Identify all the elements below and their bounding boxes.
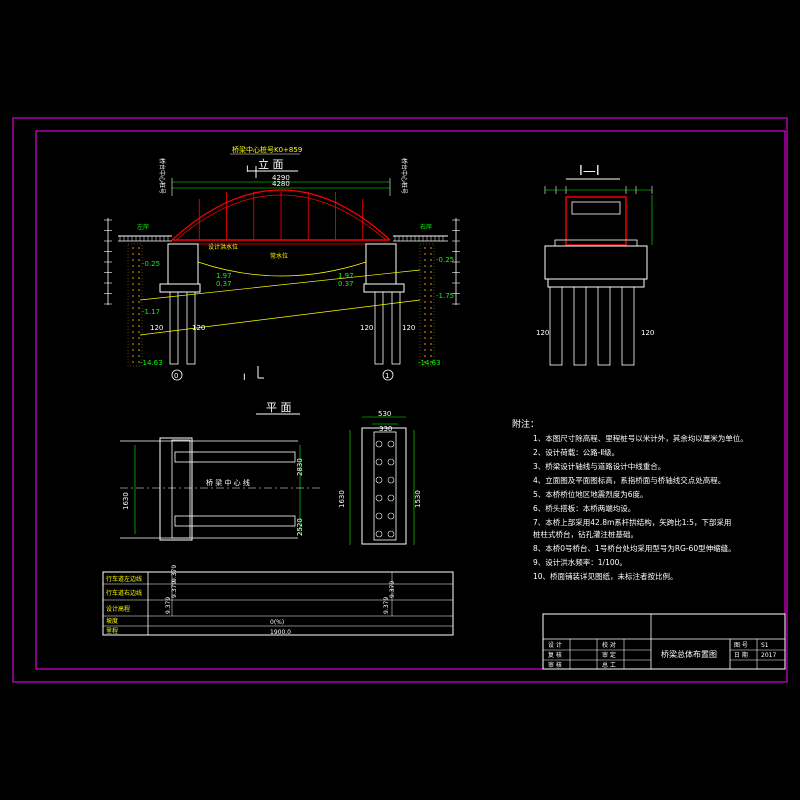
- note-6: 7、本桥上部采用42.8m系杆拱结构，矢跨比1:5，下部采用: [533, 517, 731, 527]
- table-left-2: 9.379: [171, 565, 178, 582]
- left-soil: [127, 243, 143, 367]
- note-7: 桩柱式桥台，钻孔灌注桩基础。: [533, 529, 638, 539]
- svg-text:0: 0: [174, 372, 178, 380]
- arch-rib-outer: [171, 189, 391, 241]
- note-9: 9、设计洪水频率：1/100。: [533, 557, 627, 567]
- title-role-e: 审 定: [602, 651, 616, 659]
- note-10: 10、桥面铺装详见图纸，未标注者按比例。: [533, 571, 678, 581]
- left-bottom-elev: -14.63: [140, 359, 163, 367]
- plan-dim-1630: 1630: [122, 492, 130, 510]
- right-elev2: -1.75: [436, 292, 454, 300]
- title-role-d: 校 对: [602, 641, 616, 649]
- table-row-0: 行车道左边线: [106, 575, 142, 583]
- section-title: I—I: [579, 164, 600, 179]
- arch-mid-label: 常水位: [270, 252, 288, 260]
- left-elev1: -0.25: [142, 260, 160, 268]
- right-abutment: [365, 243, 397, 285]
- axis-circle-right: [382, 369, 394, 381]
- svg-text:1: 1: [385, 372, 389, 380]
- note-0: 1、本图尺寸除高程、里程桩号以米计外，其余均以厘米为单位。: [533, 433, 748, 443]
- plan-abutment-left: [159, 437, 193, 541]
- inner-frame: [35, 130, 786, 670]
- dim-120-c: 120: [360, 324, 373, 332]
- axis-circle-left: [171, 369, 183, 381]
- plan-center-label: 桥 梁 中 心 线: [206, 478, 250, 487]
- title-role-a: 设 计: [548, 641, 562, 649]
- table-mileage: 1900.0: [270, 629, 291, 636]
- center-stake: 桥梁中心桩号K0+859: [232, 145, 302, 154]
- section-dim-120-left: 120: [536, 329, 549, 337]
- plan-dim-1630b: 1630: [338, 490, 346, 508]
- dim-120-a: 120: [150, 324, 163, 332]
- section-mark-top: I: [246, 165, 249, 175]
- left-bank-label: 左岸: [137, 223, 149, 231]
- plan-dim-2830: 2830: [296, 458, 304, 476]
- left-pier-label: 桥台中心桩号: [158, 158, 166, 194]
- title-role-b: 复 核: [548, 651, 562, 659]
- table-row-4: 里程: [106, 627, 118, 635]
- dim-037-right: 0.37: [338, 280, 354, 288]
- notes-title: 附注：: [512, 418, 539, 430]
- note-8: 8、本桥0号桥台、1号桥台处均采用型号为RG-60型伸缩缝。: [533, 543, 736, 553]
- elevation-title: 立 面: [258, 157, 284, 171]
- title-role-c: 审 核: [548, 661, 562, 669]
- drawing-title: 桥梁总体布置图: [661, 649, 717, 659]
- plan-dim-330: 330: [379, 425, 392, 433]
- note-5: 6、桥头搭板：本桥两端均设。: [533, 503, 635, 513]
- table-left-1: 9.379: [171, 581, 178, 598]
- plan-dim-530: 530: [378, 410, 391, 418]
- title-label-date: 日 期: [734, 651, 748, 659]
- right-elev1: -0.25: [436, 256, 454, 264]
- elevation-view: 立 面 桥梁中心桩号K0+859 I I 4290 4280 桥台中心桩号 桥台…: [104, 145, 460, 383]
- right-bottom-elev: -14.63: [418, 359, 441, 367]
- notes-block: 附注： 1、本图尺寸除高程、里程桩号以米计外，其余均以厘米为单位。 2、设计荷载…: [512, 418, 748, 581]
- table-row-2: 设计高程: [106, 605, 130, 613]
- dim-197-left: 1.97: [216, 272, 232, 280]
- water-line-2: [139, 299, 421, 336]
- plan-dim-1530: 1530: [414, 490, 422, 508]
- section-cap: [544, 245, 648, 280]
- right-pier-label: 桥台中心桩号: [400, 158, 408, 194]
- section-dim-120-right: 120: [641, 329, 654, 337]
- table-row-1: 行车道右边线: [106, 589, 142, 597]
- profile-table: 行车道左边线 行车道右边线 设计高程 坡度 里程 9.379 9.379 9.3…: [102, 565, 454, 636]
- plan-view: 平 面 桥 梁 中 心 线 1630 2830 2520 530 330 163…: [120, 401, 422, 545]
- title-label-num: 图 号: [734, 642, 748, 649]
- water-curve: [197, 261, 367, 277]
- note-3: 4、立面图及平面图标高，系指桥面与桥轴线交点处高程。: [533, 475, 725, 485]
- table-slope: 0(%): [270, 619, 284, 626]
- title-val-num: S1: [761, 642, 769, 649]
- dim-120-b: 120: [192, 324, 205, 332]
- dim-037-left: 0.37: [216, 280, 232, 288]
- plan-dim-2520: 2520: [296, 518, 304, 536]
- right-soil: [419, 243, 435, 367]
- table-row-3: 坡度: [106, 617, 118, 625]
- plan-abutment-right: [361, 427, 407, 545]
- section-view: I—I 120 120: [536, 164, 654, 366]
- title-block: 设 计 复 核 审 核 校 对 审 定 总 工 桥梁总体布置图 图 号 日 期 …: [542, 613, 786, 670]
- table-right-0: 9.379: [383, 597, 390, 614]
- plan-title: 平 面: [266, 401, 292, 414]
- title-val-date: 2017: [761, 652, 776, 659]
- section-mark-bottom: I: [243, 373, 246, 383]
- span-dim2: 4280: [272, 180, 290, 188]
- section-deck: [565, 196, 627, 246]
- title-role-f: 总 工: [602, 661, 616, 669]
- table-right-1: 9.379: [389, 581, 396, 598]
- table-left-0: 9.379: [165, 597, 172, 614]
- dim-197-right: 1.97: [338, 272, 354, 280]
- dim-120-d: 120: [402, 324, 415, 332]
- note-4: 5、本桥桥位地区地震烈度为6度。: [533, 489, 648, 499]
- water-line-1: [139, 269, 421, 301]
- left-abutment: [167, 243, 199, 285]
- arch-left-label: 设计洪水位: [208, 243, 238, 251]
- left-elev2: -1.17: [142, 308, 160, 316]
- note-2: 3、桥梁设计轴线与道路设计中线重合。: [533, 461, 665, 471]
- span-dim: 4290: [272, 174, 290, 182]
- outer-frame: [12, 117, 788, 683]
- note-1: 2、设计荷载：公路-Ⅱ级。: [533, 447, 619, 457]
- right-bank-label: 右岸: [420, 223, 432, 231]
